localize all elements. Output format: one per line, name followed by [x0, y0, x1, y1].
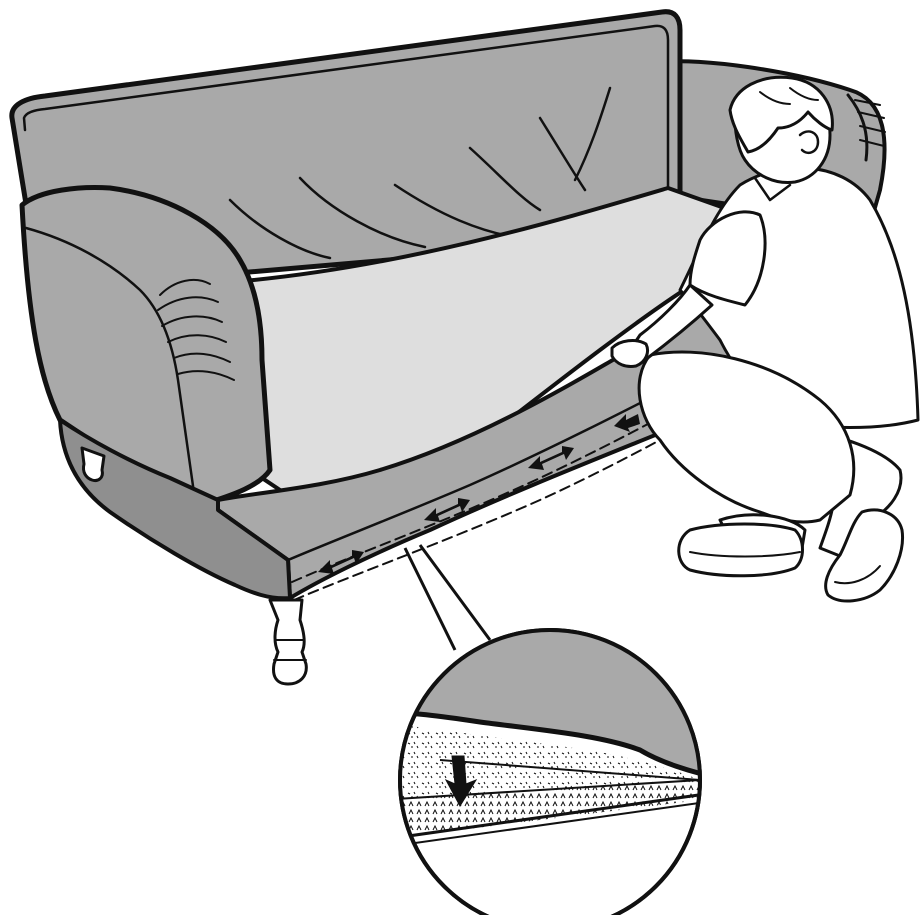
sofa-leg-front	[270, 600, 306, 684]
callout-pointer	[405, 545, 490, 650]
person-hand	[612, 341, 648, 367]
shoe-front	[679, 524, 803, 576]
detail-callout	[380, 545, 720, 915]
